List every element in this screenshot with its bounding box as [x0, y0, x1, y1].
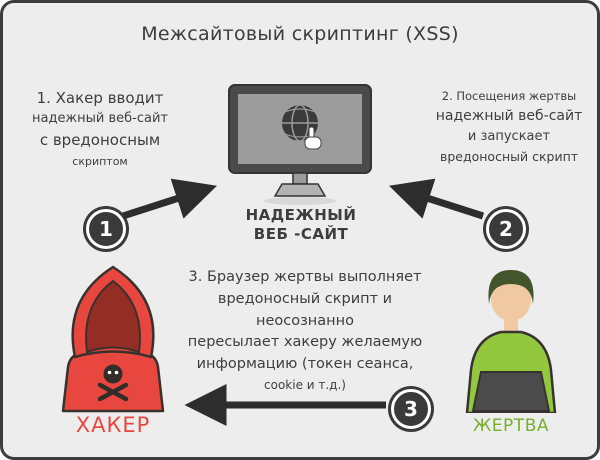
step3-text-block: 3. Браузер жертвы выполняет вредоносный … — [169, 267, 441, 394]
step2-number-badge: 2 — [486, 209, 526, 249]
monitor-stand-neck — [292, 172, 308, 185]
hacker-label: ХАКЕР — [75, 413, 151, 437]
trusted-website-label-line1: НАДЕЖНЫЙ — [245, 206, 357, 224]
hand-cursor-icon — [304, 126, 322, 150]
victim-icon — [465, 270, 557, 413]
step1-text-block: 1. Хакер вводит надежный веб-сайт с вред… — [15, 89, 185, 168]
trusted-website-label-line2: ВЕБ -САЙТ — [253, 224, 349, 243]
step1-line: скриптом — [72, 155, 128, 168]
victim-face — [491, 279, 531, 321]
victim-label: ЖЕРТВА — [473, 416, 549, 436]
step1-line: с вредоносным — [39, 131, 161, 149]
step3-line: информацию (токен сеанса, — [196, 356, 414, 372]
hacker-hood-inner — [85, 279, 141, 354]
step3-line: cookie и т.д.) — [264, 377, 346, 392]
step2-line: и запускает — [467, 129, 551, 144]
step2-line: 2. Посещения жертвы — [441, 89, 577, 103]
step2-line: надежный веб-сайт — [435, 108, 583, 124]
step3-line: 3. Браузер жертвы выполняет — [188, 269, 422, 285]
monitor-icon — [228, 84, 372, 205]
step3-line: пересылает хакеру желаемую — [187, 334, 423, 351]
trusted-website-label: НАДЕЖНЫЙ ВЕБ -САЙТ — [225, 206, 377, 244]
diagram-title: Межсайтовый скриптинг (XSS) — [141, 23, 459, 45]
monitor-shadow — [264, 197, 336, 205]
laptop-icon — [471, 371, 551, 412]
step3-line: вредоносный скрипт и неосознанно — [217, 290, 393, 329]
skull-icon — [97, 364, 129, 402]
step1-line: надежный веб-сайт — [31, 111, 168, 126]
hacker-icon — [61, 265, 165, 413]
step2-text-block: 2. Посещения жертвы надежный веб-сайт и … — [427, 89, 591, 164]
victim-hair — [488, 270, 534, 304]
step1-number-badge: 1 — [86, 209, 126, 249]
monitor-stand-base — [273, 183, 327, 197]
step3-number-badge: 3 — [391, 389, 431, 429]
arrow-step2-to-site — [389, 178, 485, 220]
step1-line: 1. Хакер вводит — [36, 89, 164, 107]
arrow-step1-to-site — [121, 178, 217, 220]
step2-line: вредоносный скрипт — [439, 149, 579, 164]
